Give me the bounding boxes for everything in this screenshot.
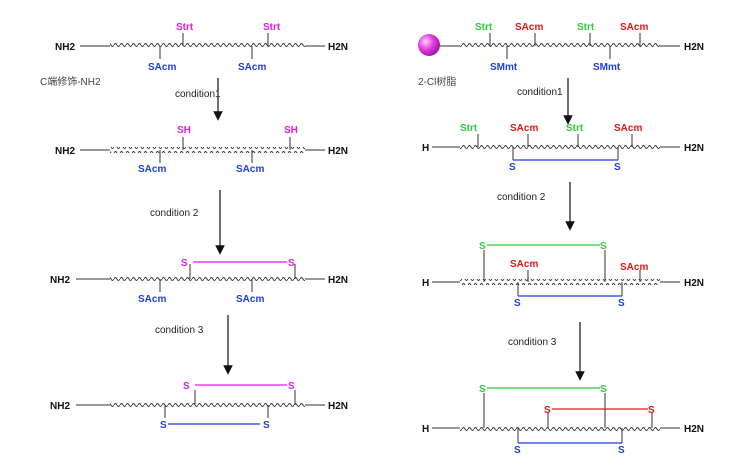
resin-bead-icon — [418, 34, 440, 56]
peptide-chain — [110, 43, 305, 49]
c-terminus-label: NH2 — [50, 401, 70, 412]
strt-protecting-group: Strt — [263, 22, 281, 33]
sacm-protecting-group: SAcm — [620, 262, 648, 273]
peptide-chain — [460, 425, 660, 431]
peptide-chain — [110, 147, 305, 153]
left-row1: NH2 H2N Strt Strt SAcm SAcm C端修饰-NH2 — [40, 22, 348, 88]
bridge-sulfur-label: S — [618, 298, 625, 309]
n-terminus-label: H2N — [328, 275, 348, 286]
peptide-chain — [110, 276, 305, 282]
condition-label: condition1 — [517, 87, 563, 98]
strt-protecting-group: Strt — [176, 22, 194, 33]
n-terminus-label: H2N — [328, 42, 348, 53]
left-row2: NH2 H2N SH SH SAcm SAcm — [55, 125, 348, 175]
sacm-protecting-group: SAcm — [510, 123, 538, 134]
strt-protecting-group: Strt — [566, 123, 584, 134]
condition-label: condition 2 — [150, 208, 199, 219]
bridge-sulfur-label: S — [181, 258, 188, 269]
left-row3: NH2 H2N S S SAcm SAcm — [50, 258, 348, 305]
strt-protecting-group: Strt — [460, 123, 478, 134]
bridge-sulfur-label: S — [160, 420, 167, 431]
resin-label: 2-Cl树脂 — [418, 75, 456, 88]
sacm-protecting-group: SAcm — [138, 164, 166, 175]
condition-label: condition 2 — [497, 192, 546, 203]
bridge-sulfur-label: S — [600, 241, 607, 252]
smmt-protecting-group: SMmt — [490, 62, 518, 73]
bridge-sulfur-label: S — [514, 445, 521, 456]
sacm-protecting-group: SAcm — [510, 259, 538, 270]
n-terminus-label: H2N — [684, 278, 704, 289]
right-row3: H H2N S S SAcm SAcm S S — [422, 241, 704, 309]
bridge-sulfur-label: S — [479, 384, 486, 395]
c-terminus-label: NH2 — [55, 146, 75, 157]
c-terminal-note: C端修饰-NH2 — [40, 75, 101, 88]
left-row4: NH2 H2N S S S S — [50, 381, 348, 431]
peptide-chain — [460, 43, 660, 49]
bridge-sulfur-label: S — [479, 241, 486, 252]
bridge-sulfur-label: S — [288, 258, 295, 269]
c-terminus-label: NH2 — [50, 275, 70, 286]
n-terminus-label: H2N — [684, 424, 704, 435]
n-terminus-label: H2N — [328, 146, 348, 157]
bridge-sulfur-label: S — [614, 162, 621, 173]
smmt-protecting-group: SMmt — [593, 62, 621, 73]
peptide-chain — [460, 144, 660, 150]
n-terminus-label: H2N — [328, 401, 348, 412]
sacm-protecting-group: SAcm — [236, 294, 264, 305]
right-row1: H2N Strt SAcm Strt SAcm SMmt SMmt 2-Cl树脂 — [418, 22, 704, 88]
strt-protecting-group: Strt — [577, 22, 595, 33]
peptide-chain — [110, 402, 305, 408]
c-terminus-label: NH2 — [55, 42, 75, 53]
condition-label: condition 3 — [508, 337, 557, 348]
thiol-label: SH — [284, 125, 298, 136]
c-terminus-label: H — [422, 143, 429, 154]
bridge-sulfur-label: S — [183, 381, 190, 392]
sacm-protecting-group: SAcm — [614, 123, 642, 134]
bridge-sulfur-label: S — [263, 420, 270, 431]
bridge-sulfur-label: S — [600, 384, 607, 395]
bridge-sulfur-label: S — [514, 298, 521, 309]
c-terminus-label: H — [422, 424, 429, 435]
sacm-protecting-group: SAcm — [236, 164, 264, 175]
strt-protecting-group: Strt — [475, 22, 493, 33]
sacm-protecting-group: SAcm — [148, 62, 176, 73]
right-row2: H H2N Strt SAcm Strt SAcm S S — [422, 123, 704, 173]
sacm-protecting-group: SAcm — [620, 22, 648, 33]
bridge-sulfur-label: S — [288, 381, 295, 392]
n-terminus-label: H2N — [684, 42, 704, 53]
bridge-sulfur-label: S — [509, 162, 516, 173]
sacm-protecting-group: SAcm — [138, 294, 166, 305]
c-terminus-label: H — [422, 278, 429, 289]
thiol-label: SH — [177, 125, 191, 136]
n-terminus-label: H2N — [684, 143, 704, 154]
bridge-sulfur-label: S — [648, 405, 655, 416]
condition-label: condition 3 — [155, 325, 204, 336]
sacm-protecting-group: SAcm — [238, 62, 266, 73]
condition-label: condition1 — [175, 89, 221, 100]
bridge-sulfur-label: S — [544, 405, 551, 416]
sacm-protecting-group: SAcm — [515, 22, 543, 33]
peptide-chain — [460, 279, 660, 285]
right-row4: H H2N S S S S S S — [422, 384, 704, 456]
bridge-sulfur-label: S — [618, 445, 625, 456]
